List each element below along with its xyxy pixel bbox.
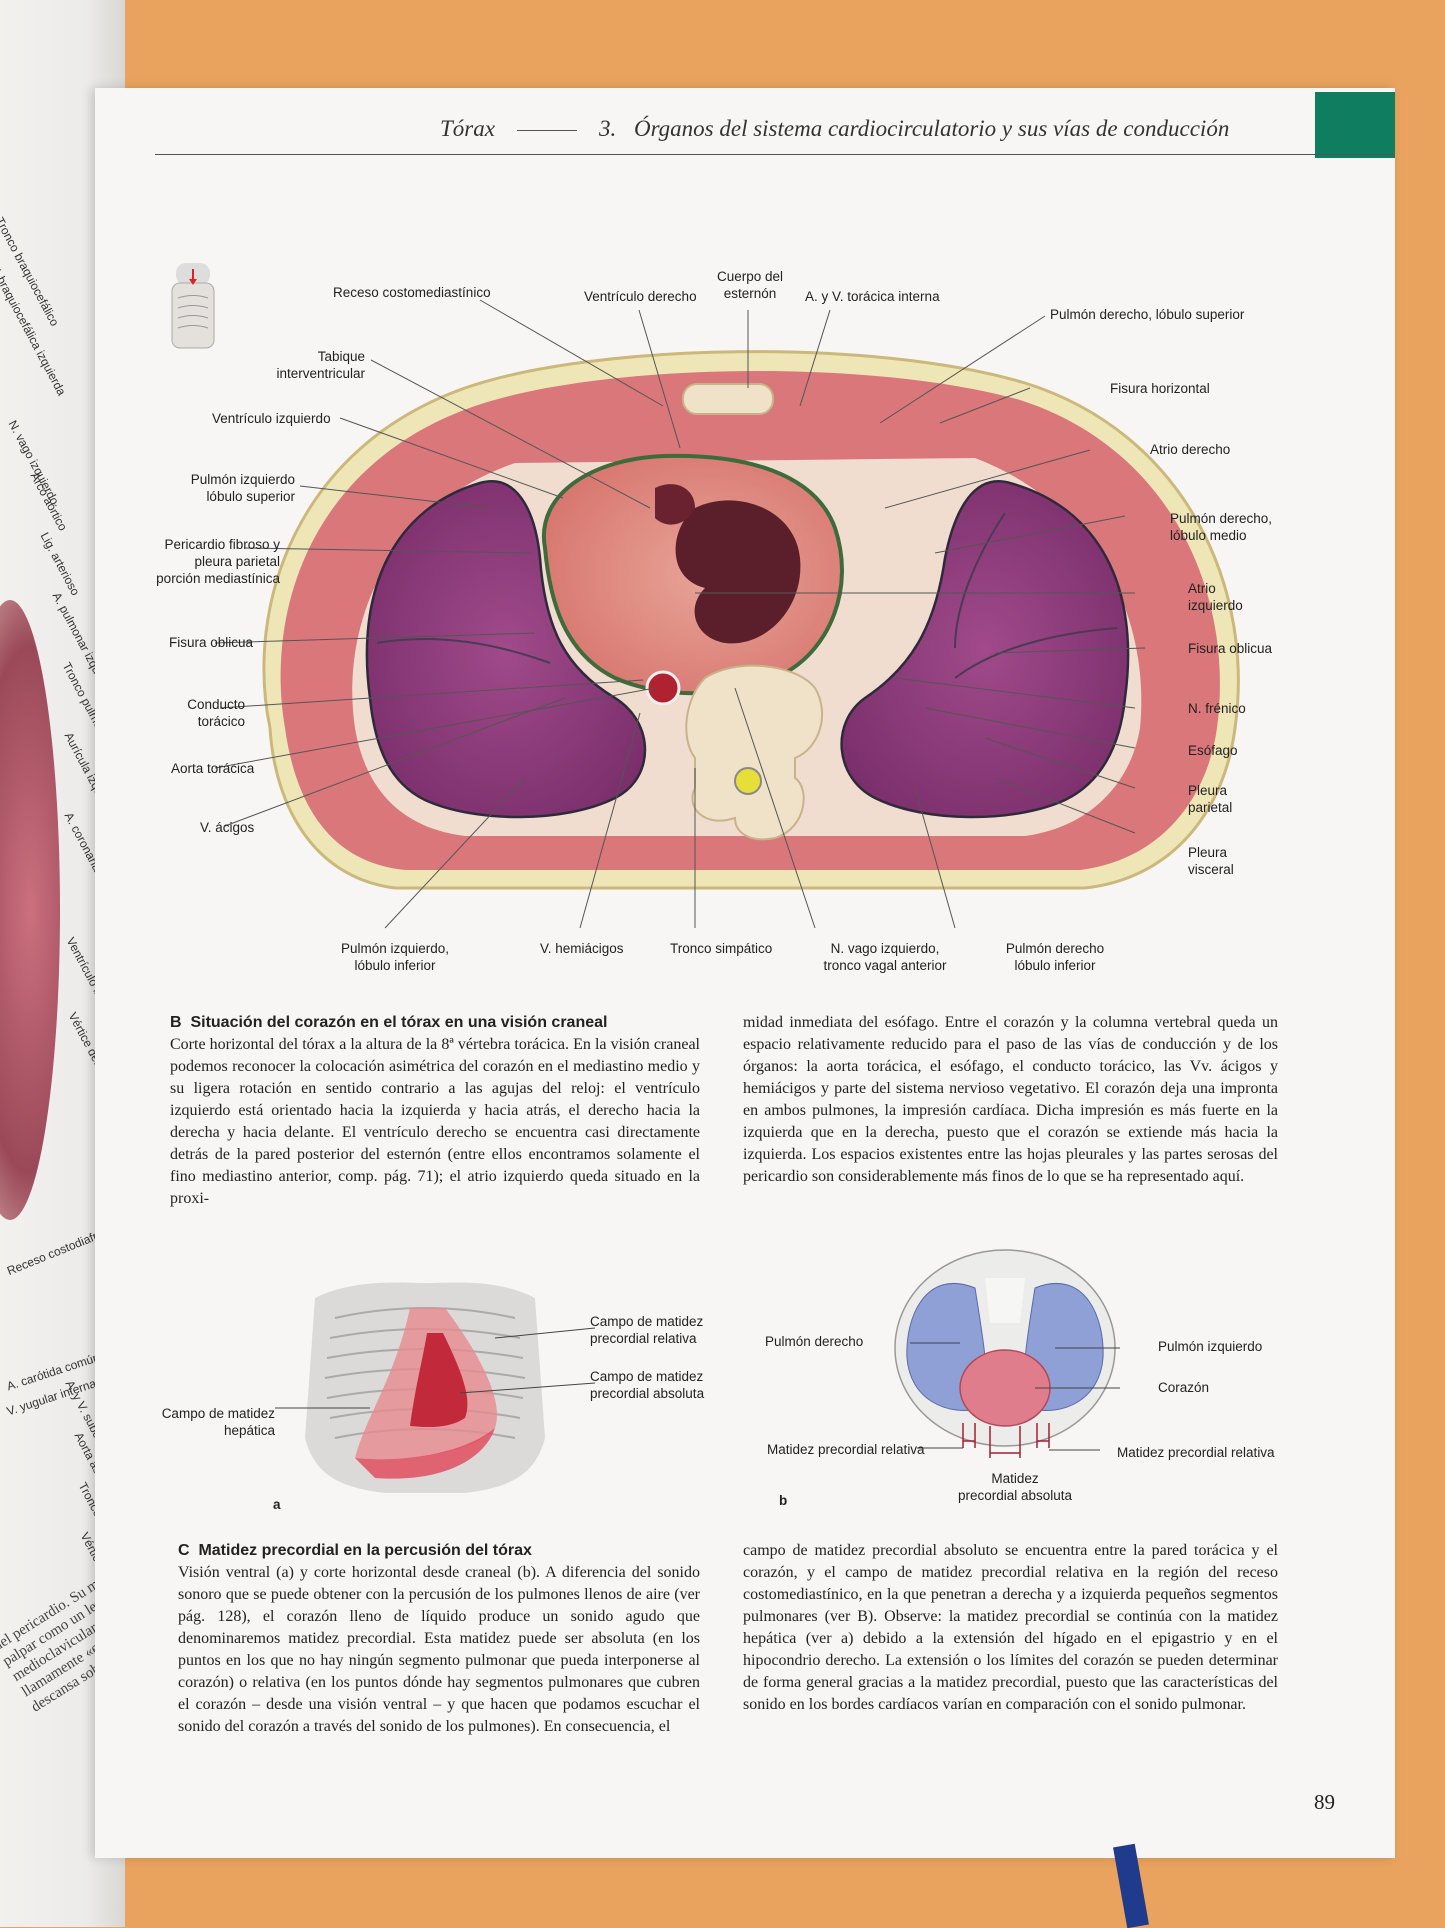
page: Tórax 3. Órganos del sistema cardiocircul… — [95, 88, 1395, 1858]
label-pulmon-izquierdo-inferior: Pulmón izquierdo,lóbulo inferior — [340, 941, 450, 973]
label-pulmon-derecho-b: Pulmón derecho — [765, 1334, 864, 1349]
vertebra — [685, 664, 824, 841]
caption-c-left: C Matidez precordial en la percusión del… — [178, 1540, 700, 1738]
figure-c-b-section-diagram — [894, 1249, 1120, 1458]
header-rule — [155, 154, 1395, 155]
label-corazon-b: Corazón — [1158, 1380, 1210, 1395]
header-chapter-number: 3. — [598, 116, 617, 141]
caption-b-text-left: Corte horizontal del tórax a la altura d… — [170, 1036, 700, 1207]
label-receso-costomediastinico: Receso costomediastínico — [333, 285, 491, 300]
label-n-vago: N. vago izquierdo,tronco vagal anterior — [823, 941, 947, 973]
label-matidez-relativa-right-b: Matidez precordial relativa — [1117, 1445, 1275, 1460]
chapter-tab — [1315, 92, 1395, 158]
orientation-thumbnail — [171, 263, 215, 349]
page-number: 89 — [1314, 1790, 1335, 1814]
label-matidez-relativa-left-b: Matidez precordial relativa — [767, 1442, 925, 1457]
caption-b-title: B Situación del corazón en el tórax en u… — [170, 1014, 608, 1031]
label-fisura-oblicua-right: Fisura oblicua — [1188, 641, 1273, 656]
label-v-acigos: V. ácigos — [200, 820, 255, 835]
sternum — [682, 383, 774, 415]
label-ventriculo-izquierdo: Ventrículo izquierdo — [212, 411, 331, 426]
left-label: Lig. arterioso — [37, 530, 83, 598]
label-tronco-simpatico: Tronco simpático — [670, 941, 773, 956]
label-ventriculo-derecho: Ventrículo derecho — [584, 289, 697, 304]
thorax-cross-section-figure — [171, 263, 1240, 929]
hepatic-dullness-area — [355, 1428, 495, 1479]
label-fisura-horizontal: Fisura horizontal — [1110, 381, 1210, 396]
label-pulmon-derecho-medio: Pulmón derecho,lóbulo medio — [1170, 511, 1273, 543]
header-section: Tórax — [440, 116, 495, 141]
left-label: N. vago izquierdo — [5, 418, 62, 508]
left-label: Tronco braquiocefálico — [0, 215, 62, 329]
label-atrio-derecho: Atrio derecho — [1150, 442, 1231, 457]
leader-lines — [214, 299, 1146, 929]
left-page-heart-illustration — [0, 600, 60, 1220]
figure-c-b-letter: b — [779, 1493, 788, 1508]
absolute-dullness-area — [410, 1333, 468, 1428]
label-pulmon-izquierdo-b: Pulmón izquierdo — [1158, 1339, 1263, 1354]
running-header: Tórax 3. Órganos del sistema cardiocircul… — [440, 116, 1229, 142]
aorta — [645, 670, 681, 706]
label-toracica-interna: A. y V. torácica interna — [805, 289, 940, 304]
label-n-frenico: N. frénico — [1188, 701, 1246, 716]
figure-c-a-letter: a — [273, 1497, 281, 1512]
label-aorta-toracica: Aorta torácica — [171, 761, 255, 776]
caption-c-text-left: Visión ventral (a) y corte horizontal de… — [178, 1564, 700, 1735]
caption-c-text-right: campo de matidez precordial absoluto se … — [743, 1542, 1278, 1713]
label-esofago: Esófago — [1188, 743, 1238, 758]
label-pulmon-derecho-superior: Pulmón derecho, lóbulo superior — [1050, 307, 1245, 322]
label-v-hemiacigos: V. hemiácigos — [540, 941, 624, 956]
caption-b-left: B Situación del corazón en el tórax en u… — [170, 1012, 700, 1210]
caption-b-text-right: midad inmediata del esófago. Entre el co… — [743, 1014, 1278, 1185]
caption-c-title: C Matidez precordial en la percusión del… — [178, 1542, 532, 1559]
header-chapter-title: Órganos del sistema cardiocirculatorio y… — [633, 116, 1230, 141]
label-fisura-oblicua-left: Fisura oblicua — [169, 635, 254, 650]
figure-c-a-ventral-view — [275, 1282, 596, 1493]
